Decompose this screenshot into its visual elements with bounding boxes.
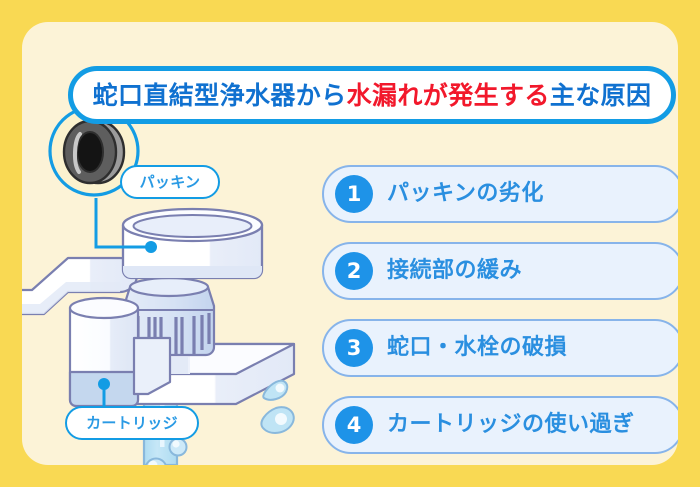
- reason-label-4: カートリッジの使い過ぎ: [387, 412, 635, 437]
- title-part-2: 主な原因: [549, 80, 652, 110]
- purifier-body-group: [121, 207, 264, 280]
- faucet-purifier-illustration: [22, 22, 322, 465]
- bubble-highlight-lower: [148, 460, 158, 465]
- reason-item-2[interactable]: 2 接続部の緩み: [322, 242, 678, 300]
- packing-callout-leader: [94, 198, 151, 249]
- cartridge-leader-dot: [98, 378, 110, 390]
- poster-inner-panel: パッキン カートリッジ 蛇口直結型浄水器から水漏れが発生する主な原因 1 パッキ…: [22, 22, 678, 465]
- callout-label-packing: パッキン: [120, 165, 220, 199]
- droplet-highlight-large: [275, 413, 287, 425]
- reason-item-1[interactable]: 1 パッキンの劣化: [322, 165, 678, 223]
- reason-number-badge-2: 2: [335, 252, 373, 290]
- reason-number-badge-3: 3: [335, 329, 373, 367]
- title-part-1: 蛇口直結型浄水器から: [92, 80, 347, 110]
- page-title: 蛇口直結型浄水器から水漏れが発生する主な原因: [93, 83, 652, 108]
- faucet-group: [22, 105, 296, 465]
- cartridge-top-rim: [68, 296, 140, 320]
- title-banner: 蛇口直結型浄水器から水漏れが発生する主な原因: [68, 66, 676, 124]
- reason-item-3[interactable]: 3 蛇口・水栓の破損: [322, 319, 678, 377]
- reason-label-3: 蛇口・水栓の破損: [387, 335, 568, 360]
- water-droplets-group: [260, 379, 295, 434]
- title-part-highlight: 水漏れが発生する: [346, 80, 550, 110]
- callout-label-cartridge: カートリッジ: [65, 406, 199, 440]
- purifier-top-opening: [132, 214, 253, 238]
- collar-top-ellipse: [128, 276, 210, 298]
- reason-label-2: 接続部の緩み: [387, 258, 523, 283]
- faucet-spout-arm-shade: [22, 282, 121, 314]
- purifier-body-bottom-shade: [123, 266, 262, 278]
- gasket-icon: [62, 119, 126, 185]
- bubble-highlight-upper: [172, 440, 180, 448]
- packing-leader-dot: [145, 241, 157, 253]
- droplet-highlight-small: [275, 383, 285, 393]
- cartridge-connector: [132, 336, 172, 396]
- water-bubbles-group: [145, 437, 188, 465]
- reason-list: 1 パッキンの劣化 2 接続部の緩み 3 蛇口・水栓の破損 4 カートリッジの使…: [322, 165, 678, 465]
- reason-item-4[interactable]: 4 カートリッジの使い過ぎ: [322, 396, 678, 454]
- reason-label-1: パッキンの劣化: [387, 181, 544, 206]
- reason-number-badge-4: 4: [335, 406, 373, 444]
- packing-callout-group: [48, 105, 157, 253]
- reason-number-badge-1: 1: [335, 175, 373, 213]
